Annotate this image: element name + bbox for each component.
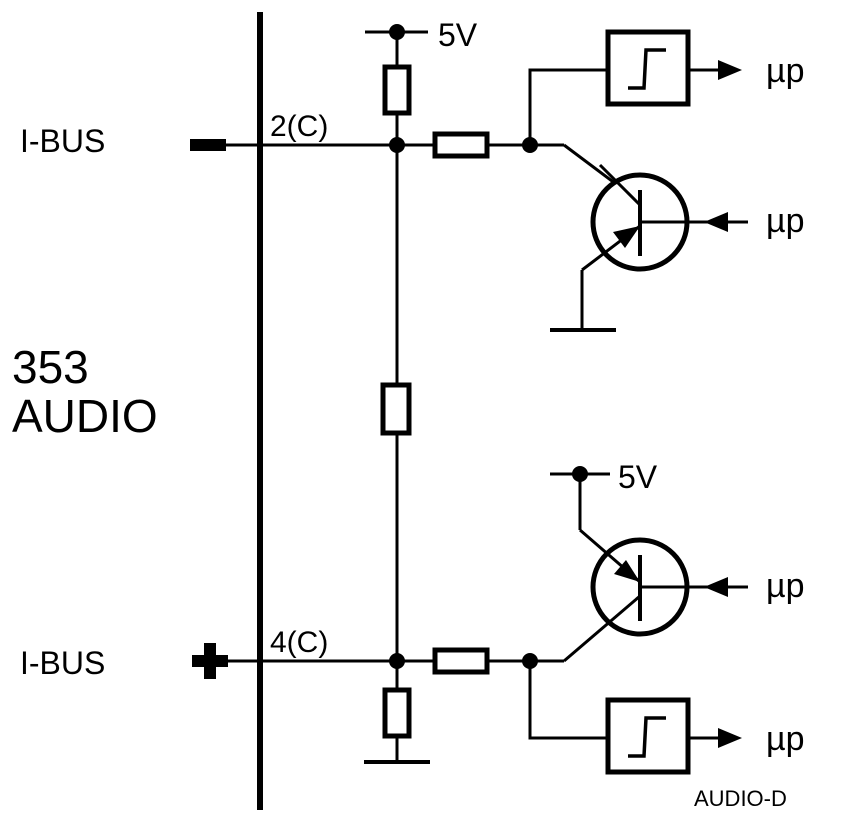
- plus-node: [389, 653, 405, 669]
- schmitt-trigger-top: [605, 29, 691, 107]
- ibus-minus-label: I-BUS: [20, 123, 105, 159]
- arrow-top-transistor-icon: [704, 212, 728, 232]
- top-schmitt-input-wire: [528, 68, 608, 145]
- transistor-bottom-emitter-arrow-icon: [614, 560, 640, 582]
- pin-plus-label: 4(C): [270, 626, 328, 659]
- hysteresis-icon-bottom: [628, 716, 666, 758]
- arrow-bottom-schmitt-icon: [718, 728, 742, 748]
- series-resistor-top: [432, 131, 490, 159]
- transistor-top-collector-lead: [598, 163, 642, 207]
- arrow-bottom-transistor-icon: [704, 577, 728, 597]
- module-number-label: 353: [12, 341, 89, 393]
- module-name-label: AUDIO: [12, 390, 158, 442]
- mp-top-transistor-label: µp: [766, 202, 805, 240]
- mp-bottom-transistor-label: µp: [766, 567, 805, 605]
- center-resistor: [380, 382, 412, 436]
- bottom-schmitt-input-wire: [528, 661, 608, 740]
- transistor-top-emitter-arrow-icon: [613, 226, 640, 248]
- figure-id-label: AUDIO-D: [694, 786, 787, 811]
- schmitt-trigger-bottom: [605, 697, 691, 775]
- ibus-plus-label: I-BUS: [20, 645, 105, 681]
- minus-sign-icon: [190, 139, 226, 151]
- pullup-resistor: [382, 64, 412, 116]
- supply-top-label: 5V: [438, 17, 478, 53]
- pin-minus-label: 2(C): [270, 110, 328, 143]
- arrow-top-schmitt-icon: [718, 60, 742, 80]
- mp-bottom-schmitt-label: µp: [766, 720, 805, 758]
- mp-top-schmitt-label: µp: [766, 52, 805, 90]
- pulldown-resistor: [382, 687, 412, 739]
- supply-bottom-label: 5V: [618, 459, 658, 495]
- plus-sign-icon: [192, 643, 228, 679]
- hysteresis-icon-top: [628, 48, 666, 90]
- transistor-bottom-collector: [563, 594, 641, 663]
- series-resistor-bottom: [432, 647, 490, 675]
